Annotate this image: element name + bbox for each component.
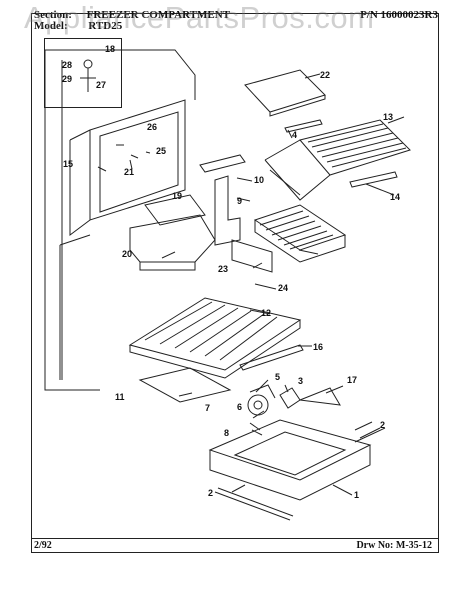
footer-date: 2/92 bbox=[34, 540, 52, 551]
model-label: Model: bbox=[34, 20, 68, 32]
section-label: Section: bbox=[34, 9, 72, 21]
callout-10: 10 bbox=[254, 175, 264, 185]
callout-4: 4 bbox=[292, 130, 297, 140]
callout-17: 17 bbox=[347, 375, 357, 385]
callout-25: 25 bbox=[156, 146, 166, 156]
callout-9: 9 bbox=[237, 196, 242, 206]
callout-23: 23 bbox=[218, 264, 228, 274]
callout-5: 5 bbox=[275, 372, 280, 382]
callout-26: 26 bbox=[147, 122, 157, 132]
callout-28: 28 bbox=[62, 60, 72, 70]
callout-20: 20 bbox=[122, 249, 132, 259]
callout-29: 29 bbox=[62, 74, 72, 84]
callout-2: 2 bbox=[380, 420, 385, 430]
callout-13: 13 bbox=[383, 112, 393, 122]
callout-11: 11 bbox=[115, 392, 125, 402]
callout-24: 24 bbox=[278, 283, 288, 293]
callout-6: 6 bbox=[237, 402, 242, 412]
footer-drawing-number: Drw No: M-35-12 bbox=[356, 540, 432, 551]
callout-3: 3 bbox=[298, 376, 303, 386]
footer-rule bbox=[31, 538, 439, 539]
callout-16: 16 bbox=[313, 342, 323, 352]
part-number: P/N 16000023R3 bbox=[360, 9, 438, 21]
callout-7: 7 bbox=[205, 403, 210, 413]
callout-12: 12 bbox=[261, 308, 271, 318]
callout-14: 14 bbox=[390, 192, 400, 202]
callout-19: 19 bbox=[172, 191, 182, 201]
callout-22: 22 bbox=[320, 70, 330, 80]
page-frame bbox=[31, 13, 439, 553]
callout-27: 27 bbox=[96, 80, 106, 90]
callout-2: 2 bbox=[208, 488, 213, 498]
model-value: RTD25 bbox=[88, 20, 123, 32]
callout-18: 18 bbox=[105, 44, 115, 54]
section-title: FREEZER COMPARTMENT bbox=[86, 9, 230, 21]
callout-21: 21 bbox=[124, 167, 134, 177]
callout-8: 8 bbox=[224, 428, 229, 438]
callout-1: 1 bbox=[354, 490, 359, 500]
callout-15: 15 bbox=[63, 159, 73, 169]
section-header: Section: FREEZER COMPARTMENT bbox=[34, 9, 230, 21]
model-header: Model: RTD25 bbox=[34, 20, 122, 32]
